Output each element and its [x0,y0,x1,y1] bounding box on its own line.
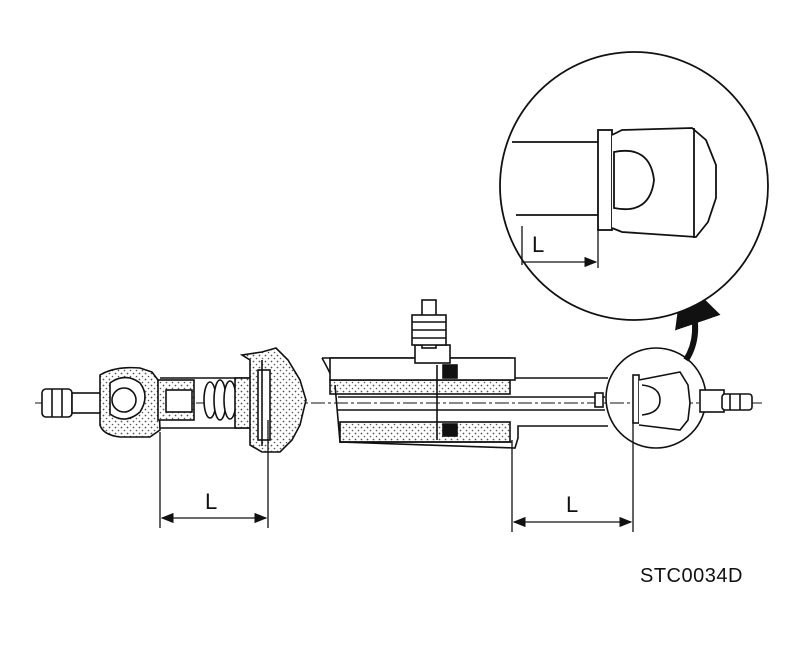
detail-circle-small [605,347,753,449]
figure-code: STC0034D [640,565,743,587]
rack-housing [321,299,608,449]
right-dimension-label: L [566,492,578,517]
right-dimension [511,420,634,532]
detail-circle-enlarged [499,51,769,321]
detail-dimension-label: L [532,232,544,257]
left-tie-rod-assembly [41,347,307,453]
left-dimension [159,420,269,528]
left-dimension-label: L [205,489,217,514]
